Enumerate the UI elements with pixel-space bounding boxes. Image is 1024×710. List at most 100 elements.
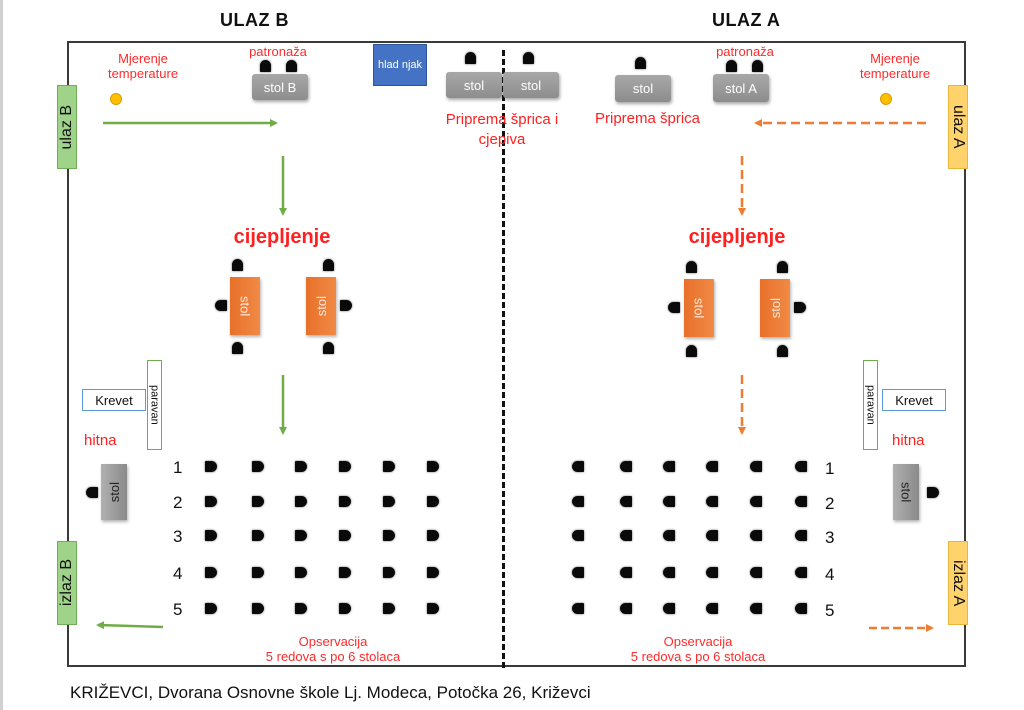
patronaza-label-a: patronaža — [716, 44, 774, 59]
hall-floor-plan — [67, 41, 966, 667]
observation-chair-icon — [750, 603, 762, 614]
observation-chair-icon — [572, 567, 584, 578]
observation-chair-icon — [795, 461, 807, 472]
chair-icon — [215, 300, 227, 311]
chair-icon — [777, 261, 788, 273]
observation-chair-icon — [706, 603, 718, 614]
bed-a: Krevet — [882, 389, 946, 411]
observation-chair-icon — [295, 567, 307, 578]
chair-icon — [777, 345, 788, 357]
temperature-label-a: Mjerenje temperature — [859, 51, 931, 81]
observation-chair-icon — [572, 603, 584, 614]
observation-chair-icon — [795, 567, 807, 578]
observation-chair-icon — [427, 461, 439, 472]
flow-arrow-b-exit — [96, 621, 164, 630]
observation-chair-icon — [383, 461, 395, 472]
observation-chair-icon — [750, 496, 762, 507]
observation-row-number-b: 3 — [173, 527, 183, 546]
emergency-table-b: stol — [101, 464, 127, 520]
observation-chair-icon — [572, 496, 584, 507]
vaccination-table-a-left: stol — [684, 279, 714, 337]
table-stol-b: stol B — [252, 74, 308, 100]
observation-chair-icon — [205, 530, 217, 541]
observation-row-number-a: 2 — [825, 494, 835, 513]
table-stol-a: stol A — [713, 74, 769, 102]
observation-row-number-a: 3 — [825, 528, 835, 547]
observation-detail: 5 redova s po 6 stolaca — [630, 649, 766, 664]
observation-chair-icon — [252, 496, 264, 507]
prep-syringe-label: Priprema šprica — [594, 110, 701, 127]
observation-chair-icon — [795, 530, 807, 541]
observation-chair-icon — [706, 567, 718, 578]
chair-icon — [523, 52, 534, 64]
chair-icon — [686, 261, 697, 273]
observation-chair-icon — [706, 496, 718, 507]
table-label: stol — [898, 481, 914, 503]
temperature-point-a-icon — [880, 93, 892, 105]
observation-label-b: Opservacija 5 redova s po 6 stolaca — [248, 634, 418, 664]
observation-row-number-a: 5 — [825, 601, 835, 620]
header-entrance-a: ULAZ A — [712, 10, 781, 30]
observation-chair-icon — [252, 567, 264, 578]
observation-chair-icon — [795, 496, 807, 507]
observation-chair-icon — [620, 530, 632, 541]
observation-chair-icon — [205, 567, 217, 578]
observation-chair-icon — [427, 496, 439, 507]
observation-chair-icon — [620, 567, 632, 578]
observation-title: Opservacija — [663, 634, 733, 649]
observation-row-number-b: 2 — [173, 493, 183, 512]
temperature-point-b-icon — [110, 93, 122, 105]
center-divider-line — [502, 50, 505, 668]
exit-b-door: izlaz B — [57, 541, 77, 625]
chair-icon — [465, 52, 476, 64]
chair-icon — [635, 57, 646, 69]
observation-row-number-a: 4 — [825, 565, 835, 584]
bed-b: Krevet — [82, 389, 146, 411]
observation-chair-icon — [427, 567, 439, 578]
table-label: stol — [691, 297, 707, 319]
chair-icon — [340, 300, 352, 311]
chair-icon — [86, 487, 98, 498]
observation-chair-icon — [663, 567, 675, 578]
observation-row-number-b: 4 — [173, 564, 183, 583]
observation-chair-icon — [572, 530, 584, 541]
chair-icon — [260, 60, 271, 72]
observation-chair-icon — [252, 530, 264, 541]
observation-chair-icon — [339, 567, 351, 578]
observation-chair-icon — [706, 461, 718, 472]
observation-chair-icon — [295, 530, 307, 541]
temperature-label-b: Mjerenje temperature — [107, 51, 179, 81]
observation-row-number-a: 1 — [825, 459, 835, 478]
observation-chair-icon — [339, 603, 351, 614]
table-prep-a: stol — [615, 75, 671, 102]
observation-chair-icon — [663, 530, 675, 541]
observation-chair-icon — [706, 530, 718, 541]
observation-chair-icon — [620, 496, 632, 507]
exit-a-door: izlaz A — [948, 541, 968, 625]
observation-chair-icon — [339, 496, 351, 507]
chair-icon — [232, 342, 243, 354]
chair-icon — [752, 60, 763, 72]
vaccination-table-b-left: stol — [230, 277, 260, 335]
chair-icon — [286, 60, 297, 72]
observation-chair-icon — [252, 461, 264, 472]
table-prep-right: stol — [503, 72, 559, 98]
observation-chair-icon — [620, 461, 632, 472]
observation-label-a: Opservacija 5 redova s po 6 stolaca — [613, 634, 783, 664]
chair-icon — [794, 302, 806, 313]
observation-chair-icon — [750, 530, 762, 541]
observation-chair-icon — [663, 603, 675, 614]
observation-chair-icon — [572, 461, 584, 472]
chair-icon — [232, 259, 243, 271]
screen-b: paravan — [147, 360, 162, 450]
chair-icon — [323, 342, 334, 354]
observation-title: Opservacija — [298, 634, 368, 649]
observation-chair-icon — [383, 567, 395, 578]
chair-icon — [927, 487, 939, 498]
patronaza-label-b: patronaža — [249, 44, 307, 59]
observation-chair-icon — [383, 603, 395, 614]
observation-chair-icon — [620, 603, 632, 614]
observation-chair-icon — [663, 461, 675, 472]
chair-icon — [668, 302, 680, 313]
screen-label: paravan — [148, 385, 161, 425]
